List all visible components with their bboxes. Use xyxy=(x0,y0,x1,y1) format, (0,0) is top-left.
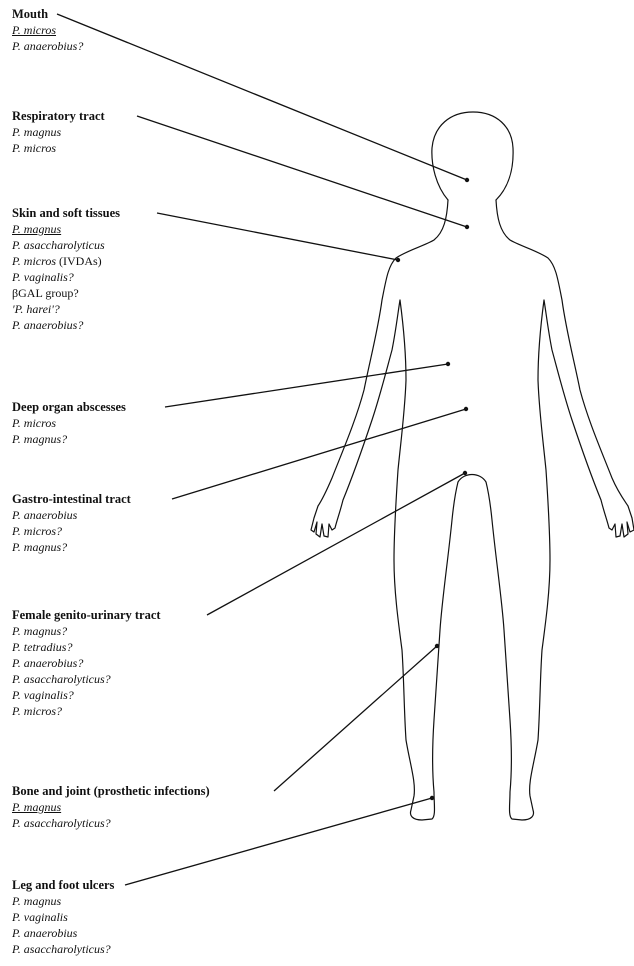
site-title: Mouth xyxy=(12,6,83,22)
marker-deep-organ xyxy=(446,362,450,366)
head-outline xyxy=(432,112,513,200)
leader-lines xyxy=(57,14,467,885)
organism-item: 'P. harei'? xyxy=(12,301,120,317)
site-title: Deep organ abscesses xyxy=(12,399,126,415)
body-right-outline xyxy=(486,200,634,820)
site-leg-and-foot-ulcers: Leg and foot ulcers P. magnus P. vaginal… xyxy=(12,877,114,957)
organism-item: P. anaerobius? xyxy=(12,655,161,671)
organism-item: P. micros xyxy=(12,22,83,38)
organism-item: P. vaginalis xyxy=(12,909,114,925)
site-title: Bone and joint (prosthetic infections) xyxy=(12,783,210,799)
organism-item: P. micros xyxy=(12,415,126,431)
organism-item: P. anaerobius? xyxy=(12,38,83,54)
site-markers xyxy=(396,178,469,800)
organism-item: P. micros? xyxy=(12,703,161,719)
organism-item: P. anaerobius xyxy=(12,507,131,523)
organism-item: βGAL group? xyxy=(12,285,120,301)
site-respiratory-tract: Respiratory tract P. magnus P. micros xyxy=(12,108,105,156)
organism-item: P. anaerobius? xyxy=(12,317,120,333)
organism-item: P. magnus xyxy=(12,893,114,909)
marker-bone-joint xyxy=(435,644,439,648)
organism-item: P. micros xyxy=(12,140,105,156)
organism-item: P. asaccharolyticus xyxy=(12,237,120,253)
body-left-outline xyxy=(311,200,458,820)
organism-item: P. asaccharolyticus? xyxy=(12,671,161,687)
leader-line-mouth xyxy=(57,14,467,180)
marker-skin xyxy=(396,258,400,262)
site-deep-organ-abscesses: Deep organ abscesses P. micros P. magnus… xyxy=(12,399,126,447)
site-bone-and-joint: Bone and joint (prosthetic infections) P… xyxy=(12,783,210,831)
organism-item: P. magnus? xyxy=(12,539,131,555)
organism-item: P. vaginalis? xyxy=(12,269,120,285)
site-skin-soft-tissues: Skin and soft tissues P. magnus P. asacc… xyxy=(12,205,120,333)
organism-item: P. magnus? xyxy=(12,431,126,447)
site-title: Respiratory tract xyxy=(12,108,105,124)
site-title: Female genito-urinary tract xyxy=(12,607,161,623)
leader-line-respiratory xyxy=(137,116,467,227)
site-title: Gastro-intestinal tract xyxy=(12,491,131,507)
marker-female-gu xyxy=(463,471,467,475)
organism-item: P. tetradius? xyxy=(12,639,161,655)
site-mouth: Mouth P. micros P. anaerobius? xyxy=(12,6,83,54)
marker-leg-foot xyxy=(430,796,434,800)
organism-item: P. magnus xyxy=(12,124,105,140)
leader-line-skin xyxy=(157,213,398,260)
marker-mouth xyxy=(465,178,469,182)
organism-item: P. asaccharolyticus? xyxy=(12,815,210,831)
leader-line-bone-joint xyxy=(274,646,437,791)
site-title: Skin and soft tissues xyxy=(12,205,120,221)
site-female-genito-urinary-tract: Female genito-urinary tract P. magnus? P… xyxy=(12,607,161,719)
leader-line-female-gu xyxy=(207,473,465,615)
organism-note: (IVDAs) xyxy=(56,254,102,268)
leader-line-gastro xyxy=(172,409,466,499)
crotch-outline xyxy=(458,475,486,483)
marker-respiratory xyxy=(465,225,469,229)
body-outline xyxy=(311,112,634,820)
organism-item: P. magnus xyxy=(12,221,120,237)
organism-item: P. magnus xyxy=(12,799,210,815)
site-gastro-intestinal-tract: Gastro-intestinal tract P. anaerobius P.… xyxy=(12,491,131,555)
organism-item: P. micros? xyxy=(12,523,131,539)
site-title: Leg and foot ulcers xyxy=(12,877,114,893)
organism-item: P. micros (IVDAs) xyxy=(12,253,120,269)
marker-gastro xyxy=(464,407,468,411)
organism-item: P. magnus? xyxy=(12,623,161,639)
organism-item: P. asaccharolyticus? xyxy=(12,941,114,957)
organism-item: P. anaerobius xyxy=(12,925,114,941)
organism-item: P. vaginalis? xyxy=(12,687,161,703)
